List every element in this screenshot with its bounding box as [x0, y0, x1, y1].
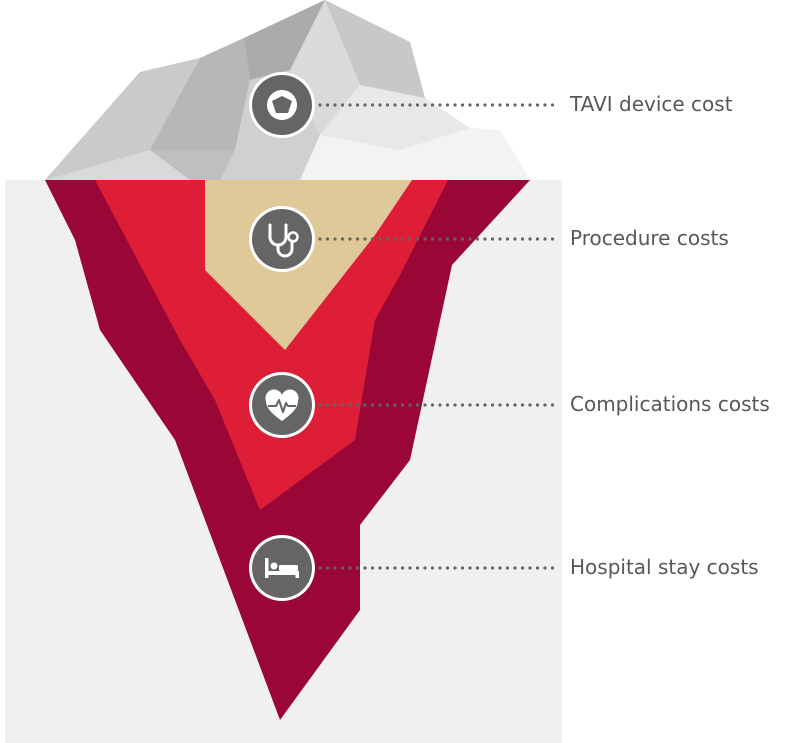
layer-middle [95, 180, 448, 510]
valve-icon [249, 72, 315, 138]
label-hospital-stay-costs: Hospital stay costs [570, 555, 759, 579]
stethoscope-icon [249, 206, 315, 272]
hospital-bed-icon [249, 535, 315, 601]
label-tavi-device-cost: TAVI device cost [570, 92, 733, 116]
label-complications-costs: Complications costs [570, 392, 770, 416]
label-procedure-costs: Procedure costs [570, 226, 729, 250]
heart-pulse-icon [249, 372, 315, 438]
leader-lines [318, 103, 560, 570]
